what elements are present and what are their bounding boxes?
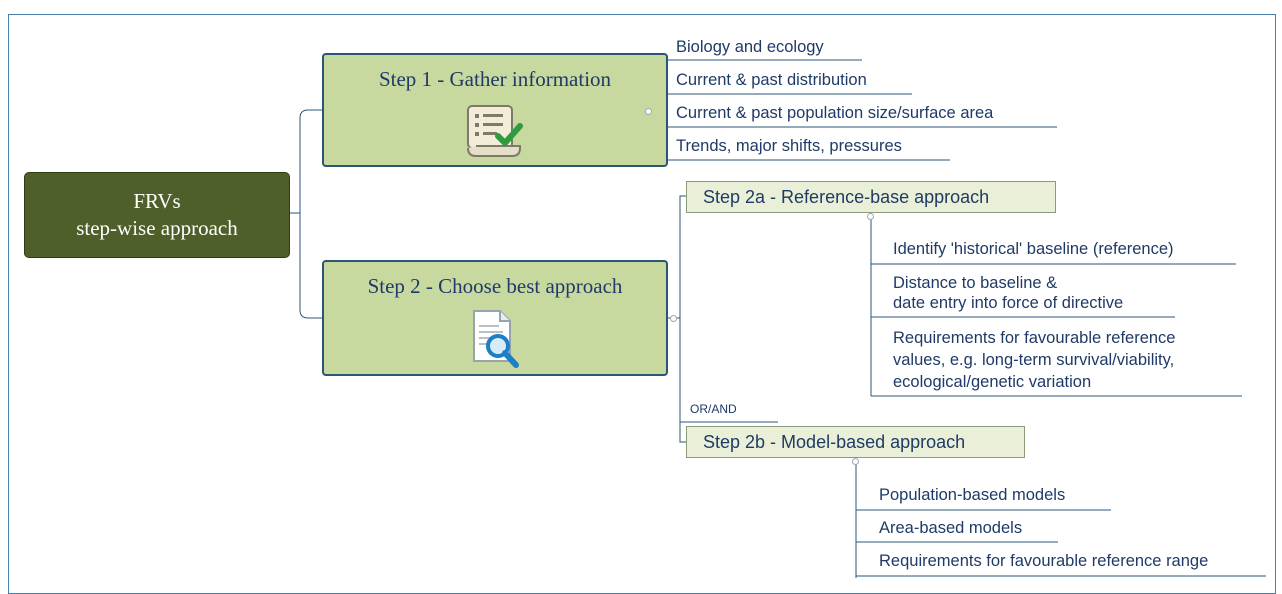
root-title-line1: FRVs [133, 189, 181, 213]
step2b-collapse-toggle[interactable] [852, 458, 859, 465]
step1-leaf-1: Biology and ecology [676, 38, 824, 56]
step2a-leaf-1: Identify 'historical' baseline (referenc… [893, 240, 1174, 258]
step2-title: Step 2 - Choose best approach [367, 274, 623, 298]
step2-node[interactable]: Step 2 - Choose best approach [322, 260, 668, 376]
step1-node[interactable]: Step 1 - Gather information [322, 53, 668, 167]
step2-collapse-toggle[interactable] [670, 315, 677, 322]
step2a-leaf-2-line1: Distance to baseline & [893, 274, 1058, 292]
step2b-leaf-2: Area-based models [879, 519, 1023, 537]
step2b-leaf-1: Population-based models [879, 486, 1066, 504]
root-branch [299, 109, 322, 319]
step2b-leaf-3: Requirements for favourable reference ra… [879, 552, 1209, 570]
step2a-leaf-2-line2: date entry into force of directive [893, 294, 1124, 312]
step1-title: Step 1 - Gather information [378, 67, 612, 91]
step1-leaf-2: Current & past distribution [676, 71, 867, 89]
step1-leaf-4: Trends, major shifts, pressures [676, 137, 902, 155]
step2a-leaf-3-line2: values, e.g. long-term survival/viabilit… [893, 351, 1175, 369]
or-and-label: OR/AND [690, 402, 737, 416]
step2a-leaf-3-line1: Requirements for favourable reference [893, 329, 1176, 347]
step2a-leaf-3-line3: ecological/genetic variation [893, 373, 1092, 391]
step2a-node[interactable]: Step 2a - Reference-base approach [686, 181, 1056, 213]
step2b-node[interactable]: Step 2b - Model-based approach [686, 426, 1025, 458]
step2a-collapse-toggle[interactable] [867, 213, 874, 220]
step1-collapse-toggle[interactable] [645, 108, 652, 115]
document-magnifier-icon [324, 309, 666, 375]
root-node[interactable]: FRVs step-wise approach [24, 172, 290, 258]
step2-trunk [679, 195, 686, 443]
step1-leaf-3: Current & past population size/surface a… [676, 104, 994, 122]
root-title-line2: step-wise approach [76, 216, 238, 240]
checklist-scroll-icon [324, 102, 666, 166]
